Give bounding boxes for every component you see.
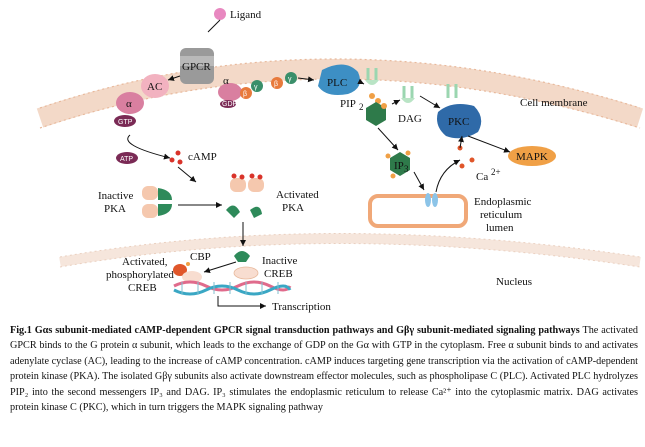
- gpcr-label: GPCR: [182, 61, 211, 73]
- nucleus-label: Nucleus: [496, 276, 532, 288]
- caption-title: Fig.1 Gαs subunit-mediated cAMP-dependen…: [10, 325, 580, 336]
- dag-label: DAG: [398, 113, 422, 125]
- mapk-label: MAPK: [516, 151, 548, 163]
- atp: ATP: [116, 152, 138, 164]
- nuclear-membrane: [59, 233, 641, 268]
- plc-label: PLC: [327, 77, 347, 89]
- protein-kinase-c: PKC: [437, 104, 482, 139]
- ip3-free: IP 3: [385, 150, 411, 179]
- ca-label: Ca: [476, 171, 488, 183]
- activated-pka-label-2: PKA: [282, 202, 304, 214]
- free-alpha-subunit: α GTP: [114, 92, 144, 127]
- beta-free-label: β: [274, 81, 278, 88]
- inactive-pka-label-1: Inactive: [98, 190, 134, 202]
- gtp-label: GTP: [118, 119, 133, 126]
- free-beta-gamma: β γ: [271, 72, 297, 89]
- inactive-pka: Inactive PKA: [98, 186, 172, 218]
- gamma-free-label: γ: [288, 76, 292, 83]
- dag: DAG: [398, 86, 422, 125]
- pip2-label: PIP: [340, 98, 356, 110]
- cell-membrane-label: Cell membrane: [520, 97, 588, 109]
- camp-label: cAMP: [188, 151, 217, 163]
- g-protein-complex: α GDP β γ: [218, 75, 263, 108]
- ip3-hexagon-top: [366, 102, 387, 126]
- pkc-label: PKC: [448, 116, 469, 128]
- gamma-label: γ: [254, 84, 258, 91]
- mapk: MAPK: [508, 146, 556, 166]
- alpha-bound-label: α: [223, 75, 229, 87]
- camp-molecules: cAMP: [169, 150, 217, 165]
- er-label-2: reticulum: [480, 209, 523, 221]
- activated-creb: [182, 271, 202, 283]
- ligand: Ligand: [207, 8, 262, 33]
- calcium-ions: Ca 2+: [457, 145, 501, 183]
- caption-body: The activated GPCR binds to the G protei…: [10, 325, 638, 414]
- activated-pka: Activated PKA: [226, 173, 319, 218]
- creb-inactive-label-1: Inactive: [262, 255, 298, 267]
- creb-active-label-3: CREB: [128, 282, 157, 294]
- creb-active-label-2: phosphorylated: [106, 269, 174, 281]
- ligand-label: Ligand: [230, 9, 262, 21]
- endoplasmic-reticulum: Endoplasmic reticulum lumen: [368, 193, 532, 234]
- er-label-1: Endoplasmic: [474, 196, 532, 208]
- phospholipase-c: PLC: [318, 64, 361, 95]
- figure-caption: Fig.1 Gαs subunit-mediated cAMP-dependen…: [10, 323, 638, 415]
- ip3-subscript: 3: [404, 164, 409, 174]
- dna-helix: [173, 280, 292, 296]
- activated-pka-label-1: Activated: [276, 189, 319, 201]
- pip2-subscript: 2: [359, 102, 364, 112]
- atp-label: ATP: [120, 156, 133, 163]
- dag-right: [446, 84, 458, 98]
- ip3-label: IP: [394, 160, 404, 172]
- ac-label: AC: [147, 81, 162, 93]
- cbp-label: CBP: [190, 251, 211, 263]
- beta-label: β: [243, 91, 247, 98]
- gdp-label: GDP: [222, 101, 238, 108]
- activated-creb-label: Activated, phosphorylated CREB: [106, 256, 174, 294]
- inactive-pka-label-2: PKA: [104, 203, 126, 215]
- gpcr-receptor: GPCR: [180, 48, 214, 84]
- inactive-creb: Inactive CREB: [233, 255, 298, 280]
- signaling-pathway-diagram: Ligand GPCR AC α GTP α GDP β γ β γ P: [36, 8, 644, 313]
- ca-superscript: 2+: [491, 167, 501, 177]
- creb-inactive-label-2: CREB: [264, 268, 293, 280]
- transcription-label: Transcription: [272, 301, 331, 313]
- adenylate-cyclase: AC: [141, 74, 169, 98]
- pka-catalytic-nuclear: [234, 251, 250, 262]
- creb-active-label-1: Activated,: [122, 256, 168, 268]
- er-label-3: lumen: [486, 222, 514, 234]
- alpha-label: α: [126, 98, 132, 110]
- cbp: CBP: [173, 251, 211, 276]
